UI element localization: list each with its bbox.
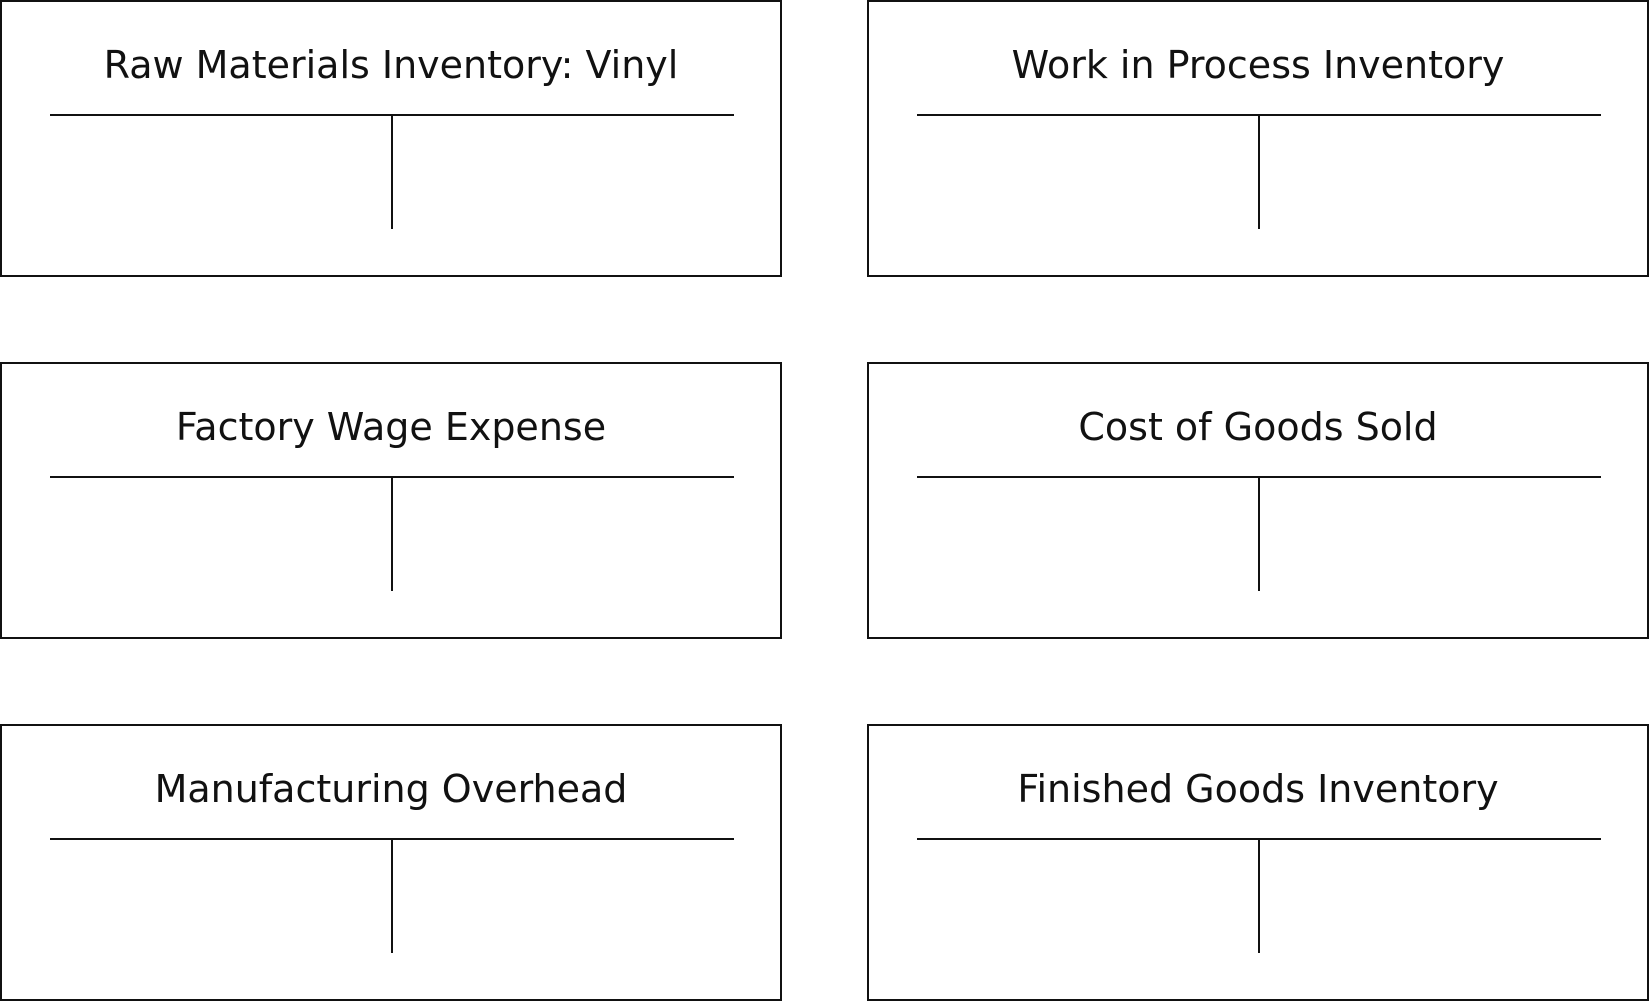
t-account-vertical-rule bbox=[1258, 477, 1260, 591]
t-account-title: Cost of Goods Sold bbox=[1078, 405, 1438, 449]
t-account-vertical-rule bbox=[1258, 115, 1260, 229]
t-account-vertical-rule bbox=[1258, 839, 1260, 953]
t-account-title: Work in Process Inventory bbox=[1011, 43, 1505, 87]
t-account-vertical-rule bbox=[391, 477, 393, 591]
t-account-work-in-process-inventory: Work in Process Inventory bbox=[867, 0, 1649, 277]
t-account-title: Manufacturing Overhead bbox=[154, 767, 628, 811]
t-account-vertical-rule bbox=[391, 115, 393, 229]
t-account-title: Finished Goods Inventory bbox=[1017, 767, 1499, 811]
t-account-manufacturing-overhead: Manufacturing Overhead bbox=[0, 724, 782, 1001]
t-account-title: Raw Materials Inventory: Vinyl bbox=[103, 43, 679, 87]
t-account-finished-goods-inventory: Finished Goods Inventory bbox=[867, 724, 1649, 1001]
t-account-factory-wage-expense: Factory Wage Expense bbox=[0, 362, 782, 639]
t-account-title: Factory Wage Expense bbox=[175, 405, 607, 449]
t-account-raw-materials-inventory-vinyl: Raw Materials Inventory: Vinyl bbox=[0, 0, 782, 277]
t-account-vertical-rule bbox=[391, 839, 393, 953]
t-account-cost-of-goods-sold: Cost of Goods Sold bbox=[867, 362, 1649, 639]
